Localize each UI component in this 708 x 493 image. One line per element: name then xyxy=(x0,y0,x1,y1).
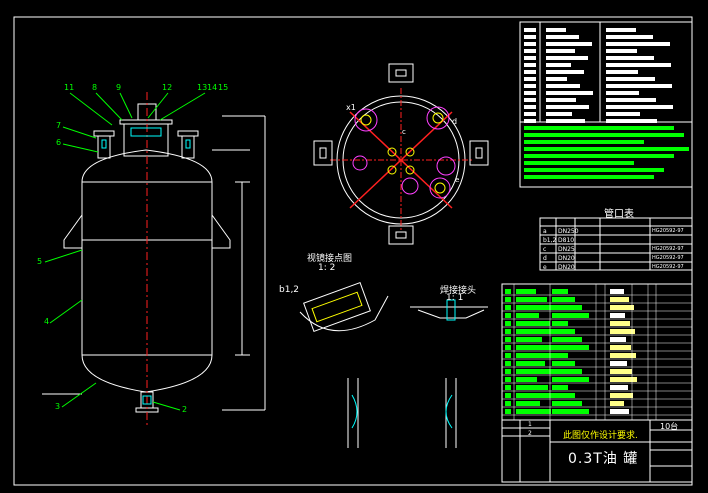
part-label-8: 8 xyxy=(92,83,98,92)
nozzle-row: a DN250 HG20592-97 xyxy=(541,227,691,236)
part-label-5: 5 xyxy=(37,257,43,266)
part-label-14: 14 xyxy=(207,83,218,92)
nozzle-standard: HG20592-97 xyxy=(652,228,684,234)
part-label-4: 4 xyxy=(44,317,50,326)
nozzle-size: D810 xyxy=(558,237,575,244)
weld-sections xyxy=(347,378,457,448)
detail-sight-glass xyxy=(299,282,389,332)
nozzle-mark: e xyxy=(543,264,547,271)
nozzle-mark: a xyxy=(543,228,547,235)
detail-b-scale: 1: 1 xyxy=(446,293,464,303)
nozzle-details xyxy=(101,127,191,405)
plan-view xyxy=(313,63,489,245)
nozzle-row: e DN20 HG20592-97 xyxy=(541,263,691,272)
nozzle-row: d DN20 HG20592-97 xyxy=(541,254,691,263)
revision-row-2: 2 xyxy=(528,430,532,437)
technical-data-block xyxy=(519,21,693,188)
part-label-15: 15 xyxy=(218,83,229,92)
parts-list xyxy=(501,283,693,421)
plan-label-x1: x1 xyxy=(346,103,356,112)
detail-a-scale: 1: 2 xyxy=(318,263,336,273)
nozzle-mark: c xyxy=(543,246,547,253)
part-label-9: 9 xyxy=(116,83,122,92)
nozzle-size: DN25 xyxy=(558,246,575,253)
drawing-title: 0.3T油 罐 xyxy=(568,451,639,467)
part-label-2: 2 xyxy=(182,405,188,414)
tank-elevation xyxy=(42,103,266,413)
nozzle-table xyxy=(539,217,693,271)
part-label-3: 3 xyxy=(55,402,61,411)
plan-label-e: e xyxy=(455,176,460,184)
nozzle-mark: b1,2 xyxy=(543,237,557,244)
nozzle-row: c DN25 HG20592-97 xyxy=(541,245,691,254)
title-block-note: 此图仅作设计要求. xyxy=(563,431,638,441)
nozzle-mark: d xyxy=(543,255,547,262)
quantity-label: 10台 xyxy=(660,422,679,431)
leader-lines xyxy=(44,92,206,411)
detail-b-title: 焊接接头 xyxy=(440,286,477,296)
nozzle-standard: HG20592-97 xyxy=(652,246,684,252)
plan-label-c: c xyxy=(402,128,406,136)
title-block xyxy=(501,419,693,483)
revision-row-1: 1 xyxy=(528,421,532,428)
detail-weld-joint xyxy=(410,299,488,321)
detail-a-ref: b1,2 xyxy=(279,285,300,295)
part-label-11: 11 xyxy=(64,83,75,92)
part-label-13: 13 xyxy=(197,83,208,92)
part-label-12: 12 xyxy=(162,83,173,92)
detail-a-title: 视镜接点图 xyxy=(307,254,353,264)
nozzle-size: DN250 xyxy=(558,228,579,235)
part-label-7: 7 xyxy=(56,121,62,130)
part-label-6: 6 xyxy=(56,138,62,147)
nozzle-size: DN20 xyxy=(558,264,575,271)
nozzle-table-title: 管口表 xyxy=(604,209,634,220)
nozzle-standard: HG20592-97 xyxy=(652,264,684,270)
plan-label-d: d xyxy=(452,117,458,126)
nozzle-size: DN20 xyxy=(558,255,575,262)
nozzle-standard: HG20592-97 xyxy=(652,255,684,261)
